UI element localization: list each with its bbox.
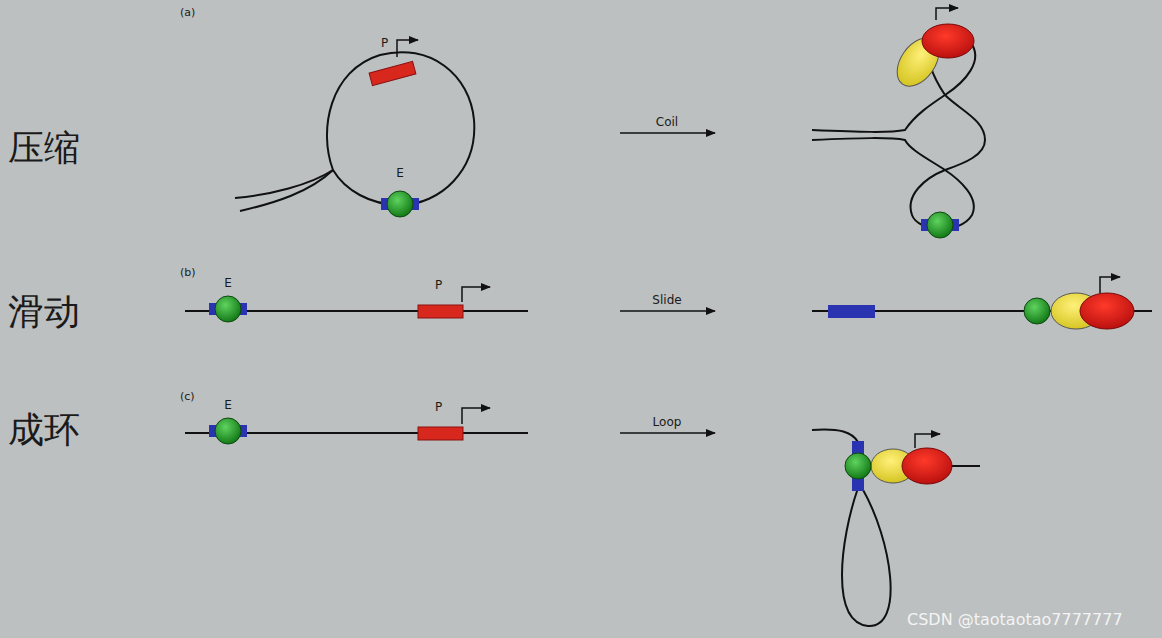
node-label: P [357,36,412,50]
row-title: 压缩 [8,124,80,173]
arrow-label: Coil [656,115,678,129]
arrow-label: Loop [653,415,682,429]
row-title: 滑动 [8,288,80,337]
panel-letter: (b) [180,266,196,279]
panel-letter: (c) [180,390,195,403]
node-label: P [411,400,466,414]
node-label: E [378,166,422,180]
promoter-box: P [365,36,420,82]
arrow-label: Slide [652,293,681,307]
enhancer-circle: E [206,276,250,325]
promoter-box: P [413,400,468,442]
enhancer-circle: E [206,398,250,447]
enhancer-circle: E [378,166,422,220]
node-label: E [206,398,250,412]
node-label: E [206,276,250,290]
node-shape [365,36,420,82]
panel-letter: (a) [180,6,195,19]
node-label: P [411,278,466,292]
watermark: CSDN @taotaotao7777777 [907,610,1123,629]
row-title: 成环 [8,406,80,455]
promoter-box: P [413,278,468,320]
